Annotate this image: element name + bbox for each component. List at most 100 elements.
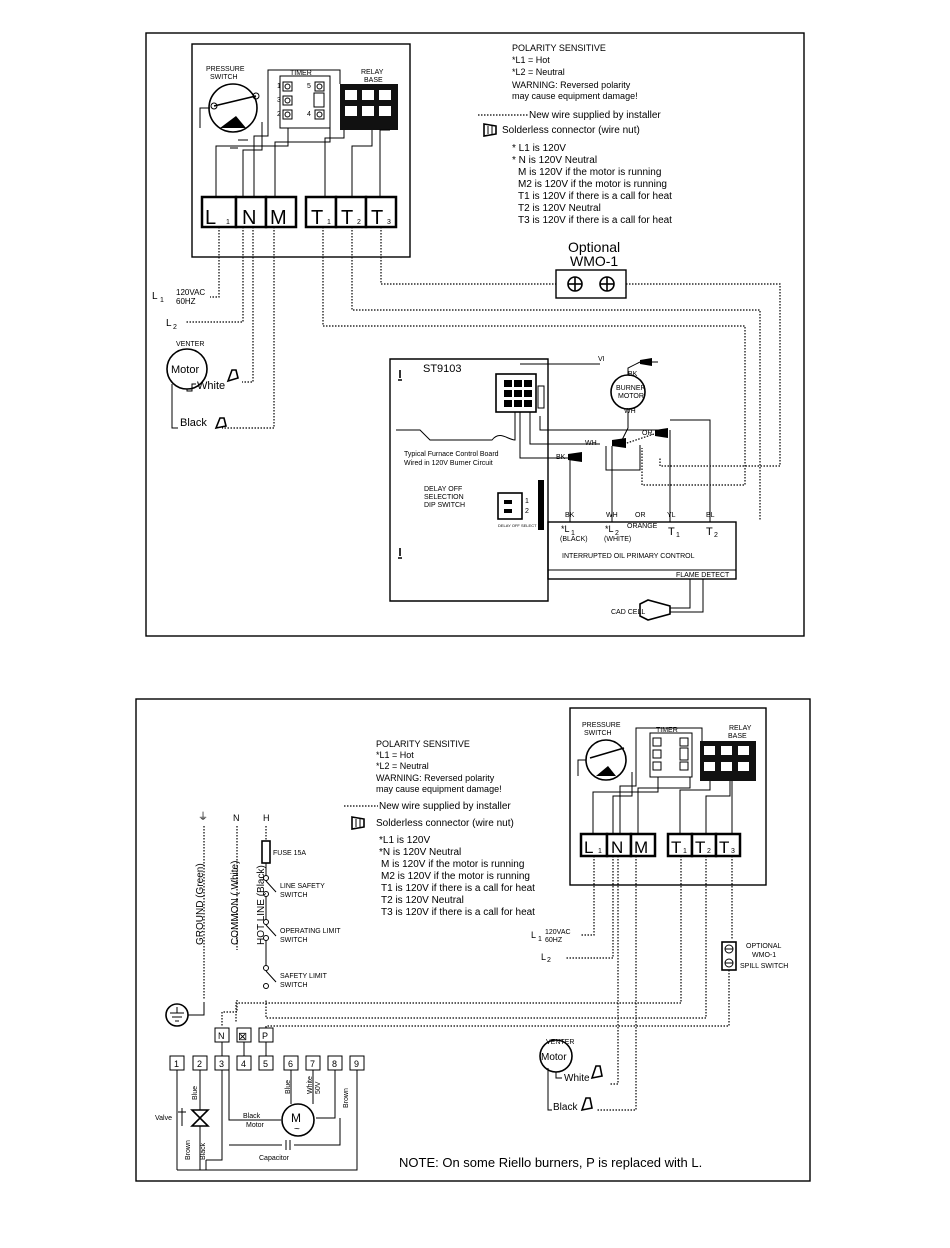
bottom-supply-l1: L [531,930,536,940]
top-primary-wires [569,419,711,522]
top-wire-nut-icon [483,123,497,137]
top-board-connector [495,373,545,413]
top-venter-black-wire [171,384,178,429]
bottom-riello-tilde: ~ [294,1124,300,1135]
bottom-ground-label: GROUND (Green) [195,863,206,945]
bottom-term-t3: T [719,838,729,857]
top-note-4: M2 is 120V if the motor is running [518,179,667,190]
top-term-t1: T [311,207,323,229]
top-burner-label2: MOTOR [618,393,644,400]
top-cad-cell-icon [639,599,671,621]
bottom-riello-black: Black [243,1113,261,1120]
bottom-note-5: T1 is 120V if there is a call for heat [381,883,535,894]
bottom-term-n: N [611,838,623,857]
bottom-common-label: COMMON ( White) [230,861,241,945]
bottom-spill-switch-icons [724,944,734,968]
top-burner-bk-wire [627,361,641,375]
bottom-venter-motor: Motor [541,1052,567,1063]
top-primary-l1-note: (BLACK) [560,536,588,543]
bottom-riello-top-n: N [218,1031,225,1041]
bottom-diagram-frame [135,698,811,1182]
top-diagram-frame [145,32,805,637]
top-wire-vi: VI [598,356,605,363]
bottom-term-m: M [634,838,648,857]
top-relay-box [191,43,411,258]
bottom-riello-term-1: 1 [174,1059,179,1069]
bottom-timer-terminals [652,737,689,771]
top-board-mark-2 [398,548,402,559]
top-primary-t1: T [668,526,675,538]
top-venter-white-wire [186,383,196,392]
bottom-riello-term-7: 7 [310,1059,315,1069]
top-wire-wh2: WH [585,440,597,447]
bottom-note-1: *L1 is 120V [379,835,430,846]
bottom-riello-top-p: P [262,1031,268,1041]
top-wmo-box [555,269,627,299]
bottom-operating-limit-switch-icon [263,896,277,941]
top-primary-wire-bk: BK [565,512,575,519]
bottom-riello-term-8: 8 [332,1059,337,1069]
top-venter-motor: Motor [171,364,199,376]
top-board-mark-1 [398,370,402,381]
bottom-riello-blue: Blue [192,1086,199,1100]
bottom-spill-switch-box [721,941,737,971]
bottom-spill-label: SPILL SWITCH [740,963,788,970]
bottom-sw1-label1: LINE SAFETY [280,883,325,890]
top-supply-l1-sub: 1 [160,297,164,304]
bottom-term-t2: T [695,838,705,857]
top-legend-connector: Solderless connector (wire nut) [502,125,640,136]
bottom-relay-internal-wiring [577,727,733,833]
top-primary-l2: *L [605,524,614,534]
top-note-6: T2 is 120V Neutral [518,203,601,214]
top-primary-t1-sub: 1 [676,532,680,539]
bottom-field-wiring [235,856,733,1111]
top-legend-new-wire: New wire supplied by installer [529,110,661,121]
bottom-supply-l2-sub: 2 [547,957,551,964]
top-wmo-terminal-icons [567,276,615,292]
bottom-sw2-label2: SWITCH [280,937,308,944]
bottom-riello-motor: Motor [246,1122,265,1129]
top-note-3: M is 120V if the motor is running [518,167,661,178]
bottom-term-l-sub: 1 [598,848,602,855]
top-term-t3-sub: 3 [387,219,391,226]
top-wire-bk2: BK [556,454,566,461]
top-dip-switch-icon [497,492,523,520]
bottom-ground-wire [188,1002,205,1016]
top-venter-black-nut-icon [214,417,227,430]
bottom-optional-label: OPTIONAL [746,943,782,950]
bottom-riello-50v: 50V [315,1081,322,1094]
top-primary-l2-note: (WHITE) [604,536,631,543]
top-primary-wire-bl: BL [706,512,715,519]
bottom-term-l: L [584,838,593,857]
top-primary-t2: T [706,526,713,538]
top-flame-detect: FLAME DETECT [676,572,730,579]
top-polarity-l2: *L2 = Neutral [512,67,565,77]
bottom-term-t1: T [671,838,681,857]
bottom-venter-black-nut-icon [580,1097,593,1112]
bottom-venter-label: VENTER [546,1039,574,1046]
bottom-venter-white-nut-icon [590,1065,603,1080]
bottom-sw1-label2: SWITCH [280,892,308,899]
top-board-dip2: SELECTION [424,494,464,501]
bottom-polarity-title: POLARITY SENSITIVE [376,739,470,749]
top-pressure-switch-icon [208,83,260,133]
bottom-venter-white-wire [555,1072,562,1079]
top-relay-base-icon [340,84,398,130]
bottom-safety-limit-switch-icon [263,940,277,989]
bottom-note: NOTE: On some Riello burners, P is repla… [399,1155,702,1170]
bottom-venter-white: White [564,1073,590,1084]
top-terminal-strip [200,195,398,229]
top-timer-num-1: 1 [277,83,281,90]
bottom-riello-term-4: 4 [241,1059,246,1069]
bottom-polarity-warn1: WARNING: Reversed polarity [376,773,495,783]
top-term-l-sub: 1 [226,219,230,226]
bottom-power-h: H [263,813,270,823]
top-relay-base-label-2: BASE [364,77,383,84]
top-primary-l1-sub: 1 [571,530,575,537]
top-board-traces [396,363,660,459]
top-note-5: T1 is 120V if there is a call for heat [518,191,672,202]
bottom-legend-new-wire: New wire supplied by installer [379,801,511,812]
bottom-note-2: *N is 120V Neutral [379,847,461,858]
top-venter-black: Black [180,417,207,429]
